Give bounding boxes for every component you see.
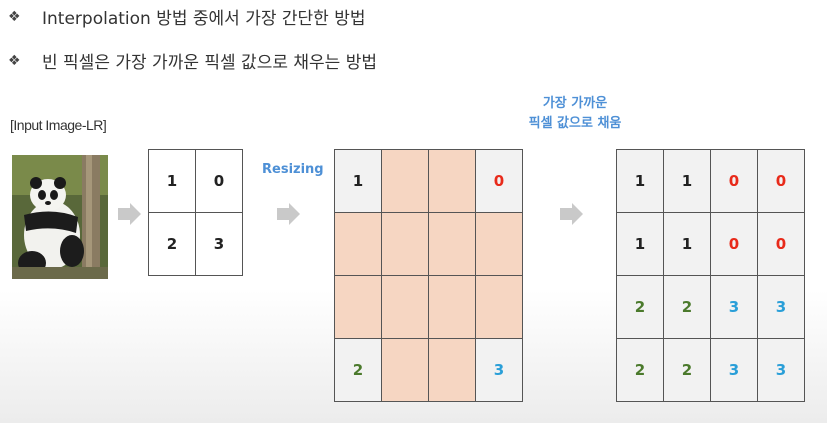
empty-cell [475,275,523,339]
output-grid: 1 1 0 0 1 1 0 0 2 2 3 3 2 2 3 3 [616,149,805,402]
grid-cell: 1 [334,149,382,213]
empty-cell [334,275,382,339]
nearest-note-line-2: 픽셀 값으로 채움 [528,116,622,131]
diamond-bullet-icon: ❖ [8,8,21,25]
grid-cell: 0 [710,212,758,276]
grid-cell: 2 [663,338,711,402]
resized-grid: 1 0 2 3 [334,149,523,402]
input-grid: 1 0 2 3 [148,149,243,276]
grid-cell: 3 [757,275,805,339]
grid-cell: 3 [195,212,243,276]
grid-cell: 2 [616,338,664,402]
nearest-note: 가장 가까운 픽셀 값으로 채움 [500,94,650,134]
empty-cell [428,149,476,213]
grid-cell: 1 [148,149,196,213]
panda-photo-icon [12,155,108,279]
grid-cell: 3 [710,275,758,339]
bullet-text-1: Interpolation 방법 중에서 가장 간단한 방법 [42,9,366,29]
grid-cell: 2 [616,275,664,339]
empty-cell [428,338,476,402]
empty-cell [381,149,429,213]
grid-cell: 1 [616,149,664,213]
grid-cell: 2 [334,338,382,402]
empty-cell [475,212,523,276]
grid-cell: 0 [757,149,805,213]
bullet-text-2: 빈 픽셀은 가장 가까운 픽셀 값으로 채우는 방법 [42,53,377,73]
resizing-label: Resizing [262,162,324,177]
grid-cell: 3 [757,338,805,402]
grid-cell: 1 [663,149,711,213]
empty-cell [334,212,382,276]
bullet-2: ❖ 빈 픽셀은 가장 가까운 픽셀 값으로 채우는 방법 [8,48,377,74]
grid-cell: 2 [148,212,196,276]
input-caption: [Input Image-LR] [10,117,107,133]
grid-cell: 0 [757,212,805,276]
panda-image [12,155,108,279]
grid-cell: 3 [475,338,523,402]
empty-cell [381,275,429,339]
grid-cell: 1 [663,212,711,276]
nearest-note-line-1: 가장 가까운 [542,96,608,111]
grid-cell: 0 [475,149,523,213]
grid-cell: 1 [616,212,664,276]
empty-cell [428,275,476,339]
grid-cell: 3 [710,338,758,402]
grid-cell: 0 [710,149,758,213]
diamond-bullet-icon: ❖ [8,52,21,69]
grid-cell: 2 [663,275,711,339]
empty-cell [381,338,429,402]
grid-cell: 0 [195,149,243,213]
bullet-1: ❖ Interpolation 방법 중에서 가장 간단한 방법 [8,4,366,30]
empty-cell [428,212,476,276]
empty-cell [381,212,429,276]
